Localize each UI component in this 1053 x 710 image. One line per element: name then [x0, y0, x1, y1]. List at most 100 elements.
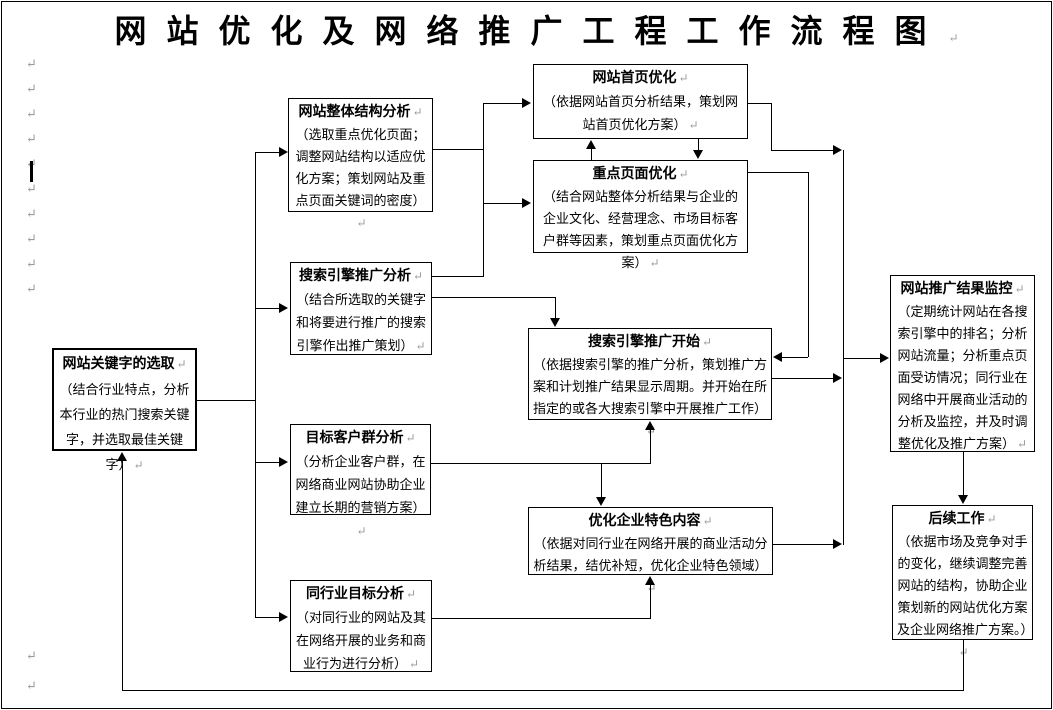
- box-body: （依据对同行业在网络开展的商业活动分析结果，结优补短，优化企业特色领域） ↵: [533, 533, 768, 599]
- box-body-text: （依据搜索引擎的推广分析，策划推广方案和计划推广结果显示周期。并开始在所指定的或…: [533, 357, 768, 416]
- connector-line: [255, 152, 281, 153]
- paragraph-mark: ↵: [412, 269, 424, 283]
- paragraph-mark: ↵: [1016, 437, 1028, 451]
- box-body: （依据网站首页分析结果，策划网站首页优化方案）↵: [538, 90, 743, 137]
- box-title-text: 同行业目标分析: [305, 587, 404, 602]
- flow-box-search-analysis: 搜索引擎推广分析↵ （结合所选取的关键字和将要进行推广的搜索引擎作出推广策划）↵: [290, 262, 432, 355]
- box-body: （对同行业的网站及其在网络开展的业务和商业行为进行分析）↵: [295, 606, 427, 676]
- paragraph-mark: ↵: [412, 105, 423, 119]
- paragraph-mark: ↵: [405, 587, 417, 601]
- arrowhead-right: [522, 98, 531, 108]
- connector-line: [773, 544, 834, 545]
- flow-box-homepage: 网站首页优化↵ （依据网站首页分析结果，策划网站首页优化方案）↵: [533, 64, 748, 139]
- arrowhead-right: [833, 539, 842, 549]
- flow-box-customers: 目标客户群分析↵ （分析企业客户群，在网络商业网站协助企业建立长期的营销方案） ↵: [290, 424, 431, 538]
- connector-line: [483, 203, 522, 204]
- connector-line: [601, 463, 602, 498]
- box-title: 重点页面优化↵: [538, 163, 743, 186]
- paragraph-mark: ↵: [26, 206, 37, 221]
- page-title: 网站优化及网络推广工程工作流程图↵: [0, 6, 1053, 52]
- box-title: 搜索引擎推广开始↵: [533, 331, 767, 354]
- box-title: 网站整体结构分析↵: [293, 101, 428, 124]
- paragraph-mark: ↵: [133, 458, 144, 472]
- box-body: （结合行业特点，分析本行业的热门搜索关键字，并选取最佳关键字）↵: [58, 377, 191, 478]
- paragraph-mark: ↵: [688, 118, 699, 132]
- box-body: （结合网站整体分析结果与企业的企业文化、经营理念、市场目标客户群等因素，策划重点…: [538, 186, 743, 274]
- connector-line: [808, 172, 809, 357]
- flow-box-followup: 后续工作↵ （依据市场及竞争对手的变化，继续调整完善网站的结构，协助企业策划新的…: [892, 505, 1034, 659]
- arrowhead-right: [279, 303, 288, 313]
- connector-line: [431, 463, 651, 464]
- box-title: 网站关键字的选取↵: [58, 352, 191, 377]
- box-title: 目标客户群分析↵: [295, 427, 426, 450]
- arrowhead-right: [279, 612, 288, 622]
- arrowhead-right: [833, 373, 842, 383]
- paragraph-mark: ↵: [408, 657, 420, 671]
- connector-line: [771, 103, 772, 150]
- paragraph-mark: ↵: [701, 335, 713, 349]
- paragraph-mark: ↵: [26, 181, 37, 196]
- connector-line: [122, 460, 123, 691]
- connector-line: [591, 147, 592, 161]
- arrowhead-up: [645, 421, 655, 430]
- paragraph-mark: ↵: [702, 514, 713, 528]
- box-body-text: （结合行业特点，分析本行业的热门搜索关键字，并选取最佳关键字）: [59, 382, 190, 472]
- box-body: （依据搜索引擎的推广分析，策划推广方案和计划推广结果显示周期。并开始在所指定的或…: [533, 354, 767, 442]
- box-title-text: 搜索引擎推广分析: [298, 269, 411, 284]
- connector-line: [963, 640, 964, 691]
- paragraph-mark: ↵: [356, 524, 367, 538]
- connector-line: [432, 276, 483, 277]
- connector-line: [650, 584, 651, 619]
- flow-box-features: 优化企业特色内容↵ （依据对同行业在网络开展的商业活动分析结果，结优补短，优化企…: [528, 507, 773, 595]
- box-title-text: 网站整体结构分析: [298, 105, 411, 120]
- arrowhead-down: [550, 318, 560, 327]
- paragraph-mark: ↵: [986, 512, 997, 526]
- connector-line: [432, 618, 651, 619]
- arrowhead-right: [279, 457, 288, 467]
- paragraph-mark: ↵: [26, 81, 37, 96]
- connector-line: [483, 103, 522, 104]
- paragraph-mark: ↵: [356, 216, 367, 230]
- box-body: （结合所选取的关键字和将要进行推广的搜索引擎作出推广策划）↵: [295, 288, 427, 358]
- box-title-text: 网站关键字的选取: [62, 357, 175, 372]
- arrowhead-right: [522, 198, 531, 208]
- paragraph-mark: ↵: [26, 648, 37, 663]
- box-title: 优化企业特色内容↵: [533, 510, 768, 533]
- box-title-text: 优化企业特色内容: [588, 514, 701, 529]
- flow-box-promo-start: 搜索引擎推广开始↵ （依据搜索引擎的推广分析，策划推广方案和计划推广结果显示周期…: [528, 328, 772, 438]
- connector-line: [748, 103, 771, 104]
- arrowhead-down: [693, 150, 703, 159]
- paragraph-mark: ↵: [415, 339, 426, 353]
- flow-box-industry: 同行业目标分析↵ （对同行业的网站及其在网络开展的业务和商业行为进行分析）↵: [290, 580, 432, 672]
- box-body-text: （结合所选取的关键字和将要进行推广的搜索引擎作出推广策划）: [295, 292, 426, 353]
- paragraph-mark: ↵: [26, 231, 37, 246]
- connector-line: [483, 103, 484, 277]
- box-body-text: （分析企业客户群，在网络商业网站协助企业建立长期的营销方案）: [295, 454, 426, 515]
- box-body-text: （依据对同行业在网络开展的商业活动分析结果，结优补短，优化企业特色领域）: [533, 536, 768, 573]
- connector-line: [197, 400, 256, 401]
- arrowhead-left: [773, 352, 782, 362]
- connector-line: [432, 297, 556, 298]
- paragraph-mark: ↵: [26, 106, 37, 121]
- paragraph-mark: ↵: [405, 431, 416, 445]
- arrowhead-down: [596, 497, 606, 506]
- box-body-text: （定期统计网站在各搜索引擎中的排名；分析网站流量；分析重点页面受访情况；同行业在…: [897, 304, 1028, 451]
- paragraph-mark: ↵: [26, 131, 37, 146]
- arrowhead-down: [958, 495, 968, 504]
- connector-line: [772, 378, 834, 379]
- page-title-text: 网站优化及网络推广工程工作流程图: [114, 13, 947, 49]
- box-title: 同行业目标分析↵: [295, 583, 427, 606]
- arrowhead-up: [117, 452, 127, 461]
- connector-line: [843, 150, 844, 545]
- box-body-text: （依据网站首页分析结果，策划网站首页优化方案）: [542, 94, 738, 132]
- connector-line: [650, 429, 651, 464]
- flow-box-monitor: 网站推广结果监控↵ （定期统计网站在各搜索引擎中的排名；分析网站流量；分析重点页…: [890, 275, 1035, 452]
- paragraph-mark: ↵: [26, 56, 37, 71]
- connector-line: [698, 139, 699, 152]
- connector-line: [843, 358, 881, 359]
- box-body-text: （对同行业的网站及其在网络开展的业务和商业行为进行分析）: [295, 610, 426, 671]
- paragraph-mark: ↵: [26, 678, 37, 693]
- text-cursor: [30, 161, 33, 182]
- paragraph-mark: ↵: [646, 581, 657, 595]
